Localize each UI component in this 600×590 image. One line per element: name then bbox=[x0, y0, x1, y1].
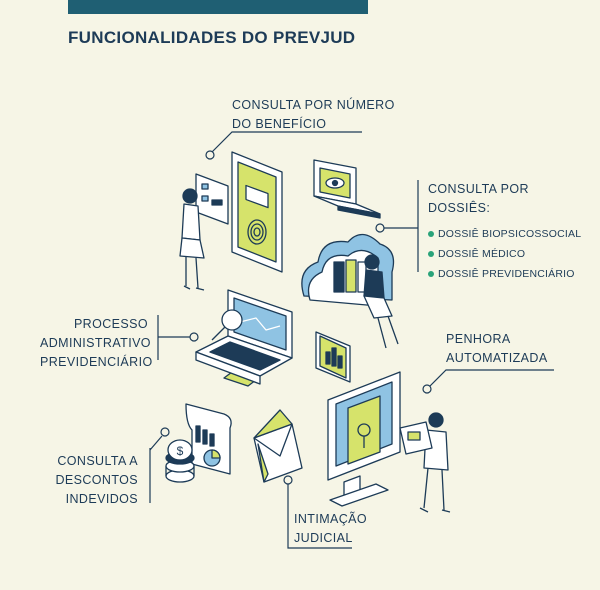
label-consulta-descontos: CONSULTA A DESCONTOS INDEVIDOS bbox=[55, 454, 138, 506]
tablet-fingerprint-icon bbox=[195, 151, 283, 273]
connector-dossies bbox=[375, 180, 419, 272]
envelope-icon bbox=[253, 409, 303, 483]
dossie-item: DOSSIÊ BIOPSICOSSOCIAL bbox=[428, 224, 581, 244]
page-title: FUNCIONALIDADES DO PREVJUD bbox=[68, 28, 356, 47]
man-figure-icon bbox=[399, 412, 451, 513]
bullet-dot-icon bbox=[428, 231, 434, 237]
label-processo-administrativo: PROCESSO ADMINISTRATIVO PREVIDENCIÁRIO bbox=[40, 317, 153, 369]
cloud-folders-icon bbox=[301, 233, 395, 307]
connector-intimacao bbox=[283, 475, 352, 549]
dossie-item: DOSSIÊ MÉDICO bbox=[428, 244, 581, 264]
document-chart-icon bbox=[185, 403, 232, 475]
dossie-list: DOSSIÊ BIOPSICOSSOCIAL DOSSIÊ MÉDICO DOS… bbox=[428, 224, 581, 284]
laptop-eye-icon bbox=[313, 159, 381, 219]
folder-chart-icon bbox=[315, 331, 351, 383]
label-intimacao-judicial: INTIMAÇÃO JUDICIAL bbox=[294, 512, 368, 545]
label-consulta-beneficio: CONSULTA POR NÚMERO DO BENEFÍCIO bbox=[232, 98, 395, 131]
monitor-tree-icon bbox=[327, 371, 401, 507]
connector-penhora bbox=[422, 369, 554, 394]
dossie-item: DOSSIÊ PREVIDENCIÁRIO bbox=[428, 264, 581, 284]
bullet-dot-icon bbox=[428, 271, 434, 277]
label-penhora-automatizada: PENHORA AUTOMATIZADA bbox=[446, 332, 548, 365]
connector-processo bbox=[157, 315, 199, 360]
connector-beneficio bbox=[205, 131, 362, 160]
laptop-magnifier-icon bbox=[195, 289, 293, 387]
top-accent-bar bbox=[68, 0, 368, 14]
bullet-dot-icon bbox=[428, 251, 434, 257]
label-consulta-dossies: CONSULTA POR DOSSIÊS: DOSSIÊ BIOPSICOSSO… bbox=[428, 180, 581, 284]
woman-figure-icon bbox=[363, 254, 399, 349]
woman-figure-icon bbox=[179, 188, 205, 291]
connector-descontos bbox=[149, 427, 170, 503]
svg-text:$: $ bbox=[177, 444, 184, 458]
coins-icon: $ bbox=[165, 439, 195, 483]
